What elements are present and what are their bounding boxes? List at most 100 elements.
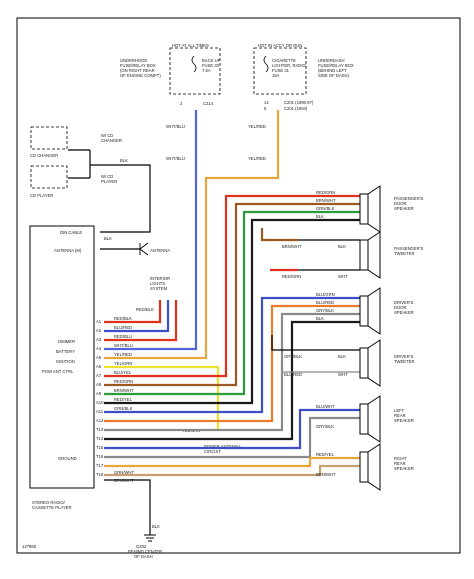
wire-yel-red [104, 110, 280, 360]
lbl-grn-blk: GRN/BLK [316, 206, 335, 211]
lbl-r-red-blk: RED/BLK [114, 316, 132, 321]
lbl-blu-grn: BLU/GRN [316, 292, 335, 297]
lbl-blu-red-tw: BLU/RED [284, 372, 302, 377]
svg-text:A6: A6 [96, 364, 102, 369]
back-up-fuse-label: BACK UP FUSE 33 7.5A [202, 58, 221, 73]
svg-text:A9: A9 [96, 391, 102, 396]
ground-wire [104, 479, 151, 535]
wire-wht-blu [104, 110, 198, 351]
svg-text:A7: A7 [96, 373, 102, 378]
pin-14-label: 14 [264, 100, 269, 105]
din-cable-label: DIN CABLE [60, 230, 82, 235]
wht-blu-label-2: WHT/BLU [166, 156, 185, 161]
svg-text:T16: T16 [96, 454, 104, 459]
dimmer-label: DIMMER [58, 339, 75, 344]
wire-blu-grn [104, 296, 360, 414]
cd-blk-label-1: BLK [120, 158, 128, 163]
wire-red-yel [104, 456, 360, 468]
lbl-r-blu-red: BLU/RED [114, 325, 132, 330]
lbl-red-grn: RED/GRN [316, 190, 335, 195]
wire-gry-blk-lr [104, 416, 360, 459]
lbl-r-red-yel: RED/YEL [114, 397, 133, 402]
wire-grn-wht [104, 464, 360, 477]
lbl-r-grn-wht: GRN/WHT [114, 470, 134, 475]
radio-title: STEREO RADIO/CASSETTE PLAYER [32, 500, 71, 510]
pow-ant-ctrl-label: POW ANT CTRL [42, 369, 74, 374]
antenna-icon [139, 242, 149, 256]
lbl-brn-wht: BRN/WHT [316, 198, 336, 203]
diagram-frame [16, 17, 461, 554]
ignition-label: IGNITION [56, 359, 75, 364]
footer-id: 127968 [22, 544, 37, 549]
lbl-r-blu-yel: BLU/YEL [114, 370, 132, 375]
svg-text:A5: A5 [96, 355, 102, 360]
lbl-brn-wht3: BRN/WHT [316, 472, 336, 477]
wire-blu-red-drv [104, 304, 360, 423]
battery-label: BATTERY [56, 349, 75, 354]
fuse-31-icon [263, 55, 269, 73]
lbl-r-yel-grn: YEL/GRN [114, 361, 132, 366]
wire-grn-blk [104, 210, 360, 396]
antenna-m-label: ANTENNA (M) [54, 248, 82, 253]
cd-changer-label: CD CHANGER [30, 153, 58, 158]
radio-body [29, 225, 95, 489]
drv-tweeter-lead-1 [271, 335, 360, 351]
wire-blu-red [104, 300, 170, 333]
svg-text:T14: T14 [96, 436, 104, 441]
lbl-wht: WHT [338, 274, 348, 279]
lbl-brn-wht2: BRN/WHT [282, 244, 302, 249]
pass-tweeter-leads [298, 239, 360, 271]
wire-red-grn [104, 194, 360, 378]
right-fuse-box-desc: UNDERDASH FUSE/RELAY BOX (BEHIND LEFT SI… [318, 58, 355, 78]
fuse-left-header: HOT AT ALL TIMES [172, 43, 209, 48]
lbl-r-red-blu: RED/BLU [114, 334, 132, 339]
lbl-gry-blk: GRY/BLK [316, 308, 334, 313]
lbl-r-brn-wht: BRN/WHT [114, 388, 134, 393]
yel-red-label-1: YEL/RED [248, 124, 266, 129]
wire-brn-wht [104, 202, 360, 387]
wire-blk-pass [104, 218, 360, 405]
svg-text:A1: A1 [96, 319, 102, 324]
lbl-blk: BLK [316, 214, 324, 219]
wire-red-blu [104, 300, 178, 342]
lbl-gry-blk-tw: GRY/BLK [284, 354, 302, 359]
wire-brn-wht-tw [260, 228, 298, 242]
svg-text:T15: T15 [96, 445, 104, 450]
wire-blu-wht-lr [104, 408, 360, 450]
lbl-r-wht-blu: WHT/BLU [114, 343, 133, 348]
svg-text:A2: A2 [96, 328, 102, 333]
fuse-box-right: HOT IN ACCY OR RUN CIGARETTE LIGHTER, RA… [253, 43, 355, 95]
yel-red-label-2: YEL/RED [248, 156, 266, 161]
svg-text:T18: T18 [96, 472, 104, 477]
cd-din-wire [68, 149, 151, 233]
lbl-blu-red: BLU/RED [316, 300, 334, 305]
lbl-red-yel: RED/YEL [316, 452, 335, 457]
svg-text:T13: T13 [96, 427, 104, 432]
wht-blu-label-1: WHT/BLU [166, 124, 185, 129]
ground-blk-label: BLK [152, 524, 160, 529]
lbl-blk-tw: BLK [338, 244, 346, 249]
svg-text:A4: A4 [96, 346, 102, 351]
svg-text:A10: A10 [96, 400, 104, 405]
lbl-blk-drv: BLK [316, 316, 324, 321]
c201-bot-label: C201 (1994) [284, 106, 308, 111]
c201-top-label: C201 (1996-97) [284, 100, 314, 105]
